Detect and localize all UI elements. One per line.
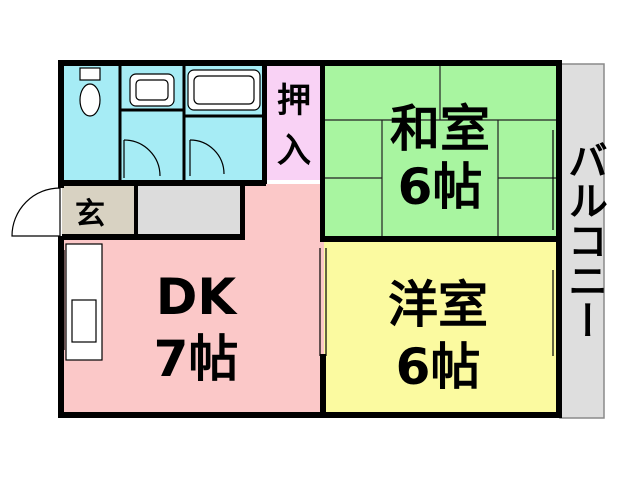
kitchen-counter-icon (65, 243, 103, 361)
genkan-label: 玄 (75, 197, 105, 232)
oshiire-label-bottom: 入 (277, 131, 311, 171)
genkan-area (62, 184, 136, 238)
youshitsu-room (324, 242, 558, 414)
dk-size: 7帖 (154, 330, 239, 388)
entrance-door-icon (11, 187, 61, 237)
dk-room-upper (244, 184, 322, 240)
toilet-icon (79, 67, 101, 117)
youshitsu-name: 洋室 (388, 276, 488, 334)
balcony-area (559, 63, 605, 419)
washbasin-icon (129, 73, 175, 107)
youshitsu-size: 6帖 (396, 338, 481, 396)
washitsu-name: 和室 (390, 100, 490, 158)
shoe-box (136, 186, 244, 236)
dk-room (62, 238, 324, 414)
oshiire-room (266, 64, 322, 180)
walls (58, 60, 562, 418)
dk-name: DK (156, 268, 239, 326)
balcony-label: バルコニー (561, 140, 607, 340)
tatami-lines (324, 66, 556, 238)
oshiire-label-top: 押 (277, 81, 311, 121)
bathtub-icon (187, 69, 261, 111)
wet-area-partitions (118, 64, 266, 184)
door-swings (123, 139, 225, 178)
washitsu-size: 6帖 (398, 158, 483, 216)
